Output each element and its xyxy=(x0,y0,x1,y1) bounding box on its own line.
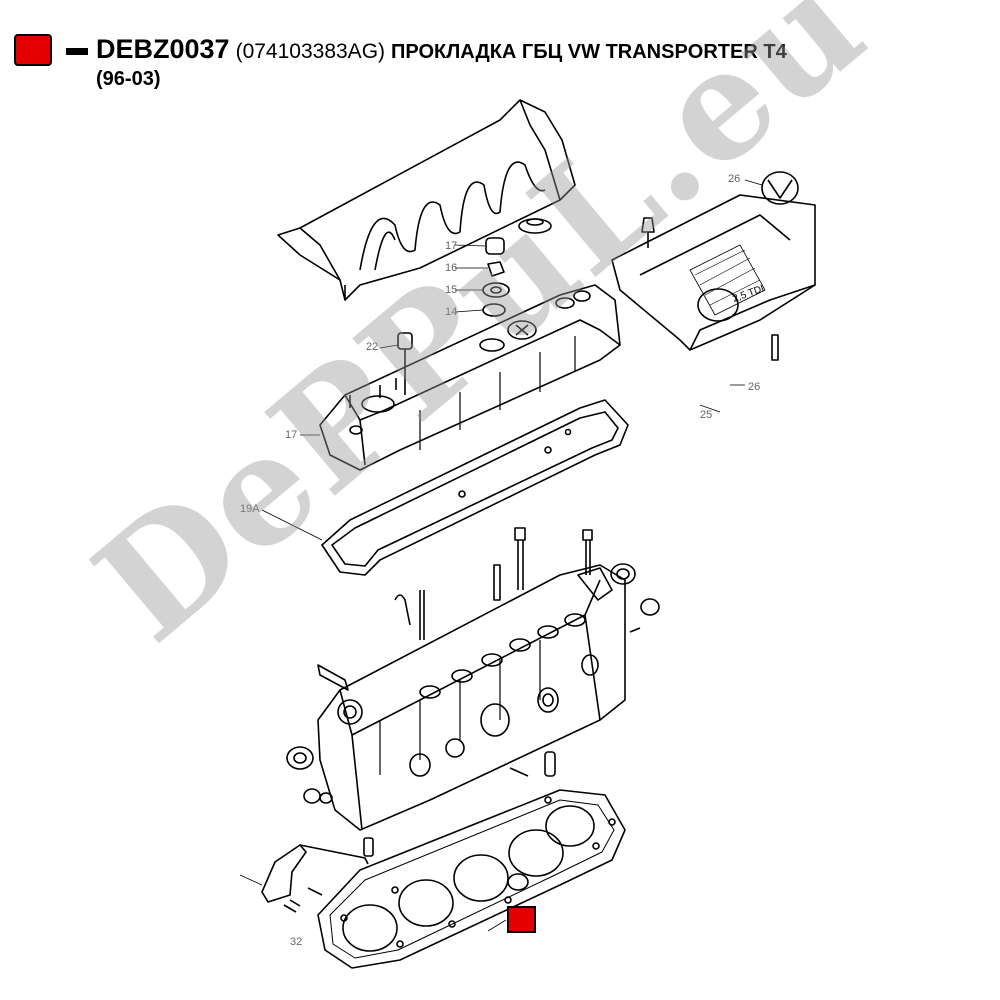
seals-and-bolts xyxy=(286,527,660,804)
washer-stack xyxy=(479,237,510,352)
title-line: DEBZ0037(074103383AG)ПРОКЛАДКА ГБЦ VW TR… xyxy=(96,32,787,71)
valve-cover-gasket xyxy=(321,399,629,576)
callout-22: 22 xyxy=(366,341,378,353)
callout-19a: 19A xyxy=(240,503,260,515)
gasket-marker xyxy=(507,906,536,933)
legend-marker xyxy=(14,34,52,66)
mounting-bracket xyxy=(261,837,374,913)
model-years: (96-03) xyxy=(96,68,161,90)
callout-numbers: 17 16 15 14 22 17 19A 26 25 26 2,5 TDI 3… xyxy=(240,173,766,948)
part-description: ПРОКЛАДКА ГБЦ VW TRANSPORTER T4 xyxy=(391,41,787,63)
callout-26b: 26 xyxy=(748,381,760,393)
part-code: DEBZ0037 xyxy=(96,34,230,64)
callout-14: 14 xyxy=(445,306,457,318)
oem-number: (074103383AG) xyxy=(235,40,386,63)
callout-17b: 17 xyxy=(285,429,297,441)
callout-16: 16 xyxy=(445,262,457,274)
callout-25: 25 xyxy=(700,409,712,421)
callout-17: 17 xyxy=(445,240,457,252)
cylinder-head-gasket xyxy=(317,789,626,969)
tdi-engine-cover xyxy=(611,171,816,361)
tdi-badge: 2,5 TDI xyxy=(731,283,765,304)
valve-cover xyxy=(319,284,621,471)
leader-lines xyxy=(239,179,763,932)
callout-15: 15 xyxy=(445,284,457,296)
callout-32: 32 xyxy=(290,936,302,948)
legend-dash xyxy=(66,48,88,55)
callout-26: 26 xyxy=(728,173,740,185)
cylinder-head xyxy=(317,564,626,831)
upper-engine-cover xyxy=(277,99,576,301)
